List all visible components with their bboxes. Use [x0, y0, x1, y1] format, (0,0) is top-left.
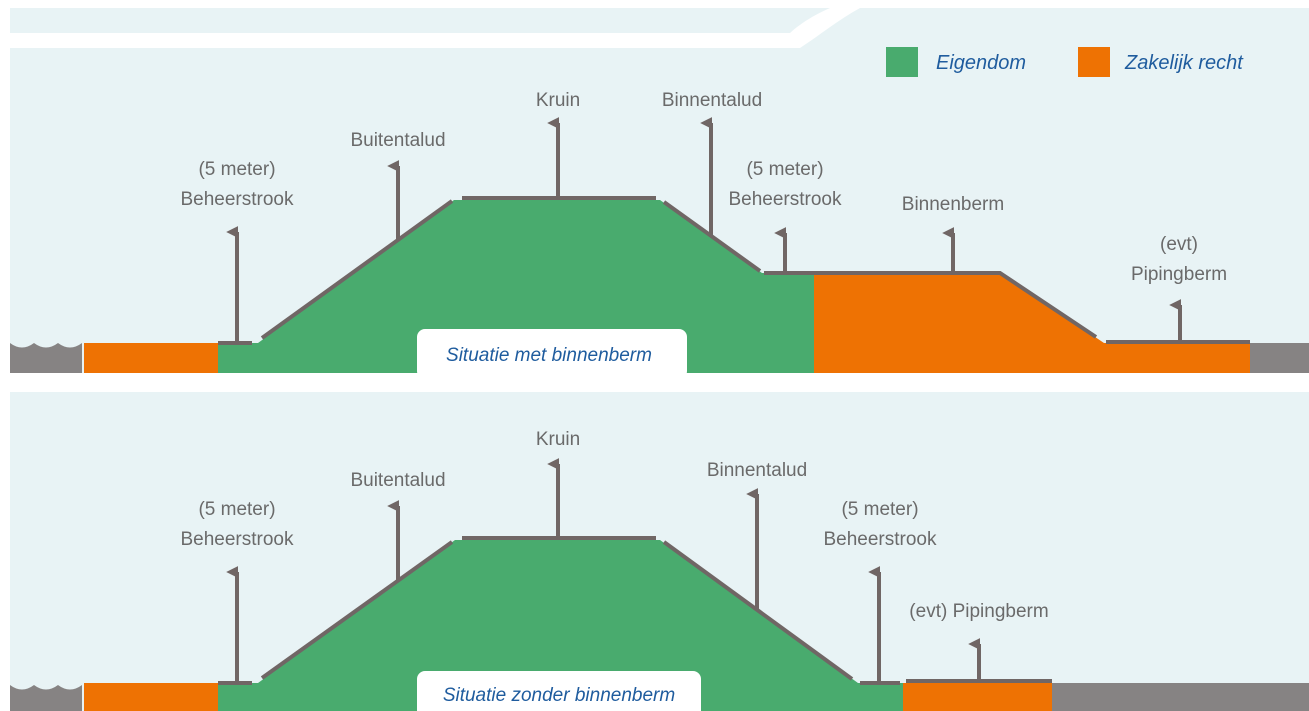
caption-zonder-binnenberm: Situatie zonder binnenberm — [443, 685, 675, 706]
top-strip — [10, 8, 830, 33]
label-pipingberm: Pipingberm — [1131, 264, 1227, 285]
label-pipingberm-evt: (evt) — [1160, 234, 1198, 255]
panel-zonder-binnenberm: Kruin Buitentalud Binnentalud (5 meter) … — [10, 392, 1309, 711]
legend-label-eigendom: Eigendom — [936, 52, 1026, 74]
outer-strip — [84, 343, 218, 373]
label-beheerstrook-left: Beheerstrook — [180, 529, 294, 550]
label-pipingberm: (evt) Pipingberm — [909, 601, 1048, 622]
panel-met-binnenberm: Kruin Binnentalud Buitentalud (5 meter) … — [10, 8, 1309, 379]
top-strip-right — [10, 8, 1309, 48]
label-binnentalud: Binnentalud — [707, 460, 807, 481]
label-beheerstrook-left: Beheerstrook — [180, 189, 294, 210]
binnentalud-line — [662, 540, 854, 681]
binnenberm-line — [764, 271, 1098, 339]
label-beheerstrook-right: Beheerstrook — [823, 529, 937, 550]
ground-right — [1250, 343, 1309, 373]
label-kruin: Kruin — [536, 429, 580, 450]
outer-strip — [84, 683, 218, 711]
ground-right — [1052, 683, 1309, 711]
water-waves — [10, 343, 82, 373]
legend-label-zakelijk-recht: Zakelijk recht — [1124, 52, 1244, 74]
binnenberm-body — [814, 273, 1250, 373]
caption-box — [417, 329, 687, 379]
caption-met-binnenberm: Situatie met binnenberm — [446, 345, 652, 366]
label-buitentalud: Buitentalud — [350, 130, 445, 151]
label-beheerstrook-right: Beheerstrook — [728, 189, 842, 210]
pipingberm-body — [903, 683, 1052, 711]
caption-box — [417, 671, 701, 711]
label-beheerstrook-right-size: (5 meter) — [841, 499, 918, 520]
dike-body — [218, 540, 903, 711]
label-beheerstrook-left-size: (5 meter) — [198, 499, 275, 520]
label-kruin: Kruin — [536, 90, 580, 111]
buitentalud-line — [260, 540, 454, 680]
label-beheerstrook-right-size: (5 meter) — [746, 159, 823, 180]
label-binnentalud: Binnentalud — [662, 90, 762, 111]
legend-swatch-zakelijk-recht — [1078, 47, 1110, 77]
water-waves — [10, 685, 82, 711]
buitentalud-line — [260, 199, 454, 340]
label-buitentalud: Buitentalud — [350, 470, 445, 491]
label-binnenberm: Binnenberm — [902, 194, 1004, 215]
label-beheerstrook-left-size: (5 meter) — [198, 159, 275, 180]
legend-swatch-eigendom — [886, 47, 918, 77]
